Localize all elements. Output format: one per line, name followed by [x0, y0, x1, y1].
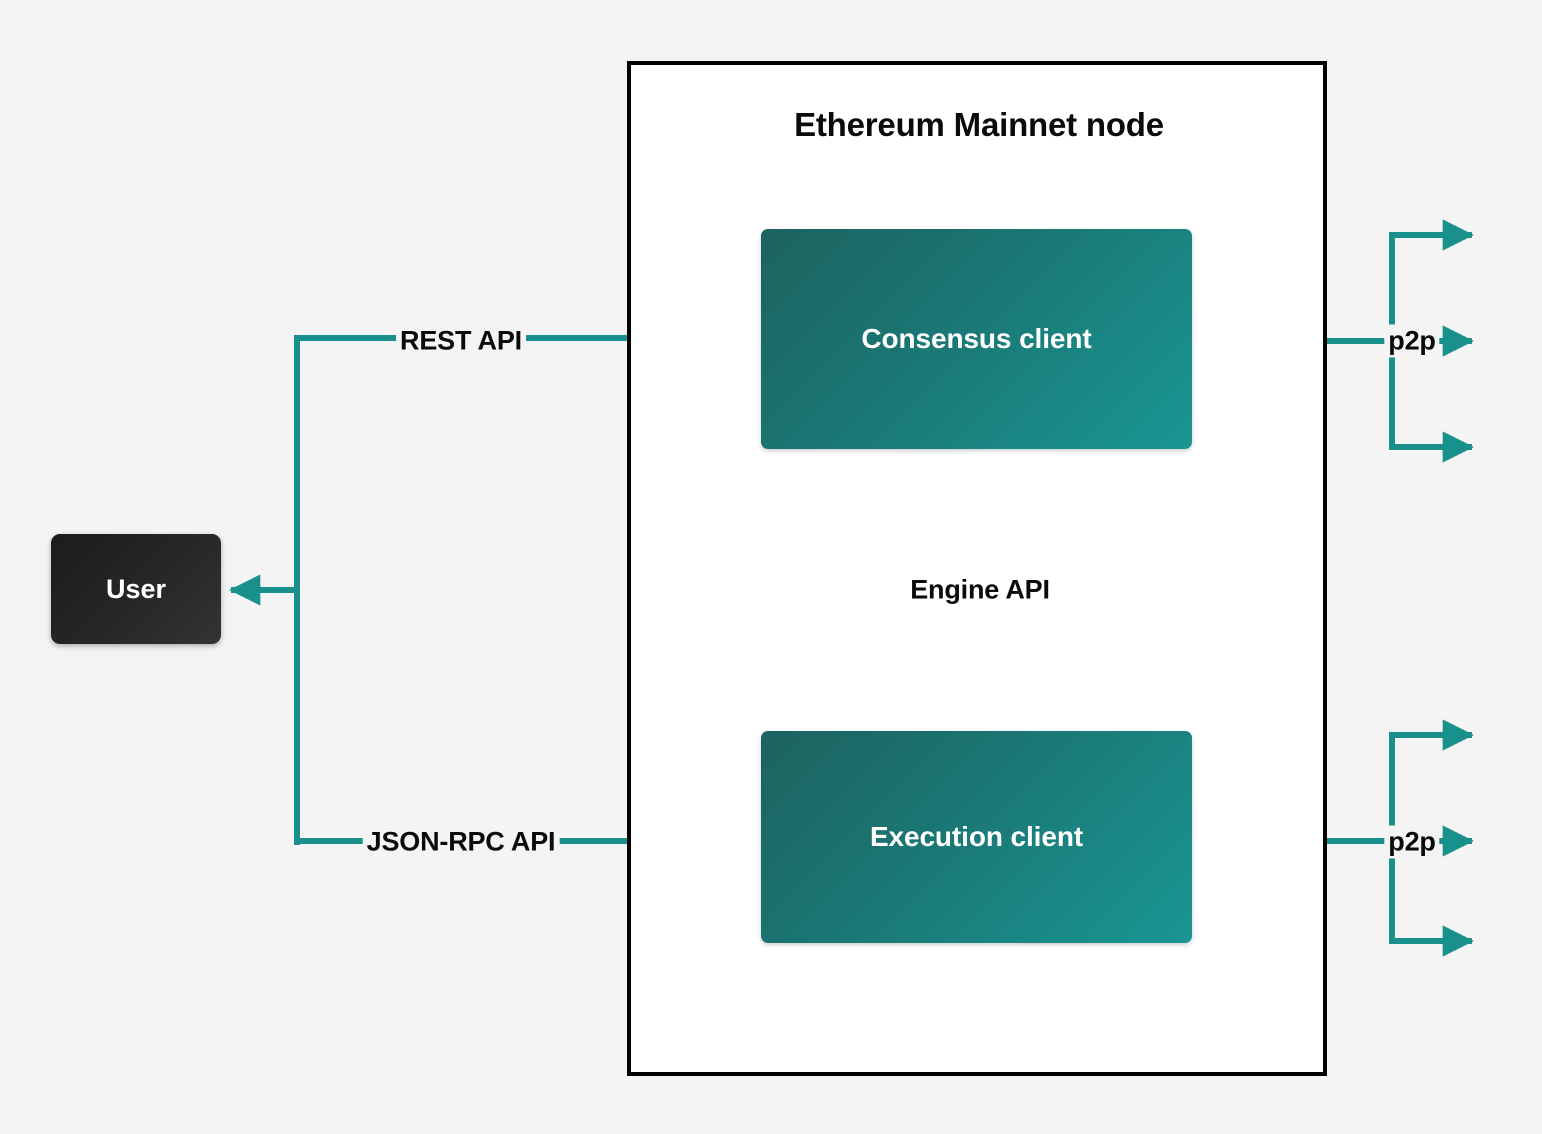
- edge-label-p2p-consensus: p2p: [1384, 324, 1440, 358]
- diagram-title: Ethereum Mainnet node: [794, 106, 1164, 143]
- edge-label-jsonrpc-api: JSON-RPC API: [362, 825, 560, 859]
- execution-client-label: Execution client: [869, 821, 1084, 852]
- user-node[interactable]: User: [51, 534, 221, 644]
- user-node-label: User: [105, 573, 167, 604]
- consensus-client-label: Consensus client: [861, 323, 1092, 354]
- edge-label-engine-api-text: Engine API: [907, 572, 1053, 607]
- consensus-client-node[interactable]: Consensus client: [761, 229, 1192, 449]
- edge-label-p2p-execution: p2p: [1384, 825, 1440, 859]
- edge-label-engine-api: Engine API: [903, 572, 1057, 607]
- execution-client-node[interactable]: Execution client: [761, 731, 1192, 943]
- edge-label-rest-api: REST API: [396, 324, 526, 358]
